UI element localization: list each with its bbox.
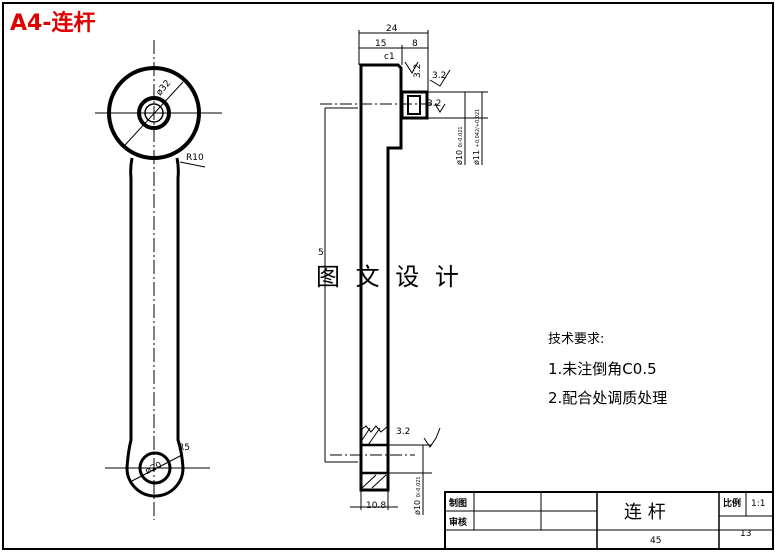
drawn-label: 制图 [449, 497, 467, 509]
r-neck-label: R10 [186, 153, 204, 163]
checked-label: 审核 [449, 516, 467, 528]
roughness-3: 3.2 [427, 99, 441, 109]
requirement-item: 1.未注倒角C0.5 [548, 360, 657, 378]
dim-8: 8 [412, 39, 418, 49]
roughness-4: 3.2 [396, 427, 410, 437]
sheet-label: A4-连杆 [10, 10, 95, 36]
dim-total: 24 [386, 24, 398, 34]
watermark: 图 文 设 计 [316, 263, 463, 291]
dim-length: 5 [318, 248, 324, 258]
dim-15: 15 [375, 39, 386, 49]
roughness-1: 3.2 [413, 64, 423, 78]
drawing-number: 13 [740, 529, 751, 539]
scale-label: 比例 [723, 497, 741, 509]
part-name: 连 杆 [624, 502, 666, 523]
dia-bush-label: ø11 +0.042/+0.021 [472, 109, 481, 165]
front-view [95, 40, 222, 520]
r-small-label: R5 [178, 443, 190, 453]
dim-width: 10.8 [366, 501, 386, 511]
scale-value: 1:1 [751, 499, 765, 509]
requirements-title: 技术要求: [548, 332, 604, 347]
requirement-item: 2.配合处调质处理 [548, 389, 667, 407]
roughness-2: 3.2 [432, 71, 446, 81]
dia-small-label: ø20 [144, 460, 164, 476]
chamfer-label: c1 [384, 52, 395, 62]
material: 45 [650, 536, 661, 546]
title-block [444, 491, 774, 550]
dia-bottom-label: ø10 0/-0.021 [413, 476, 422, 515]
side-view [320, 30, 488, 515]
dia-bore-label: ø10 0/-0.021 [455, 126, 464, 165]
